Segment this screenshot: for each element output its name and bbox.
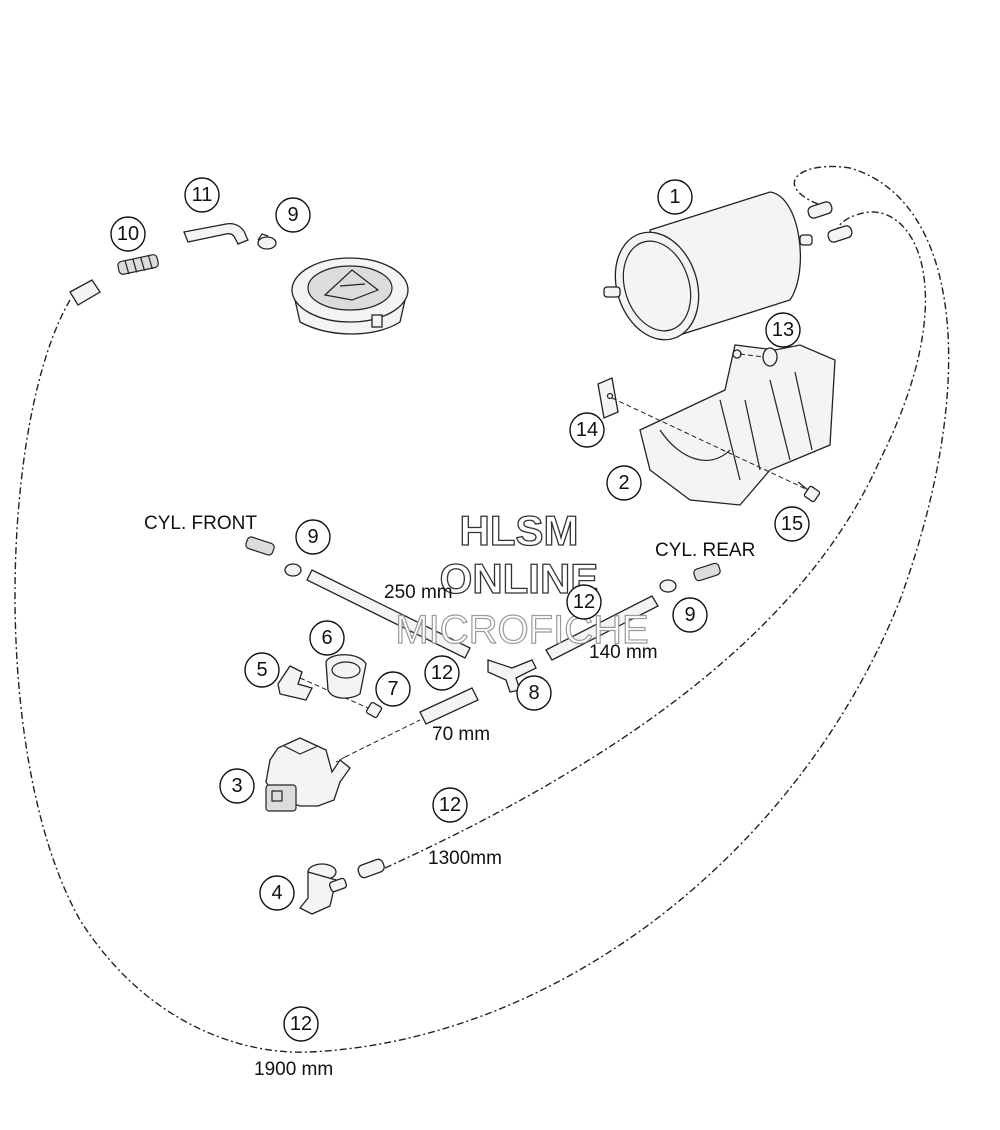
label-cyl-front: CYL. FRONT (144, 513, 257, 534)
callout-9-top: 9 (275, 197, 311, 233)
callout-5: 5 (244, 652, 280, 688)
callout-15: 15 (774, 506, 810, 542)
leader-13 (739, 353, 765, 358)
svg-text:5: 5 (256, 659, 267, 681)
svg-text:14: 14 (576, 419, 598, 441)
part-4-valve (298, 863, 348, 915)
part-5-bracket (277, 665, 313, 701)
svg-text:11: 11 (192, 184, 213, 206)
svg-text:1: 1 (669, 186, 680, 208)
svg-text:10: 10 (117, 223, 139, 245)
svg-text:12: 12 (290, 1013, 312, 1035)
part-8-t-piece (487, 659, 537, 693)
label-140mm: 140 mm (589, 642, 658, 663)
watermark-line-1: HLSM (460, 507, 579, 554)
part-7-bolt (365, 701, 383, 719)
label-70mm: 70 mm (432, 724, 490, 745)
svg-text:12: 12 (439, 794, 461, 816)
hose-140mm (545, 595, 659, 661)
callout-2: 2 (606, 465, 642, 501)
part-9-clamp-rear (659, 579, 677, 593)
callout-12-1900mm: 12 (283, 1006, 319, 1042)
callout-13: 13 (765, 312, 801, 348)
callout-3: 3 (219, 768, 255, 804)
watermark: HLSM ONLINE MICROFICHE (395, 506, 650, 652)
svg-text:2: 2 (618, 472, 629, 494)
part-11-elbow-hose (183, 222, 249, 245)
callout-8: 8 (516, 675, 552, 711)
part-3-valve (265, 737, 351, 812)
part-1-canister (603, 191, 813, 341)
callout-11: 11 (184, 177, 220, 213)
callout-12-middle: 12 (566, 584, 602, 620)
svg-text:4: 4 (271, 882, 282, 904)
svg-text:3: 3 (231, 775, 242, 797)
svg-text:15: 15 (781, 513, 803, 535)
part-13-washer (762, 347, 778, 367)
svg-text:7: 7 (387, 678, 398, 700)
callout-4: 4 (259, 875, 295, 911)
part-10-fitting (117, 254, 159, 275)
svg-text:13: 13 (772, 319, 794, 341)
callouts: 1 2 3 4 5 6 7 8 9 9 9 10 11 12 12 12 12 … (110, 177, 810, 1042)
callout-14: 14 (569, 412, 605, 448)
part-14-clip (597, 377, 619, 419)
label-250mm: 250 mm (384, 582, 453, 603)
label-cyl-rear: CYL. REAR (655, 540, 755, 561)
part-15-bolt (797, 481, 821, 503)
callout-12-70mm: 12 (424, 655, 460, 691)
svg-text:12: 12 (431, 662, 453, 684)
hose-end-1300mm (357, 858, 385, 879)
hose-70mm (419, 687, 479, 725)
leader-5 (299, 677, 369, 709)
label-1900mm: 1900 mm (254, 1059, 333, 1080)
callout-9-front: 9 (295, 519, 331, 555)
callout-6: 6 (309, 620, 345, 656)
svg-text:8: 8 (528, 682, 539, 704)
leader-70mm (344, 719, 421, 758)
callout-1: 1 (657, 179, 693, 215)
svg-text:9: 9 (287, 204, 298, 226)
watermark-line-3: MICROFICHE (395, 608, 648, 652)
callout-7: 7 (375, 671, 411, 707)
fuel-tank-cap (291, 257, 409, 335)
part-9-clamp-front (284, 563, 302, 577)
callout-9-rear: 9 (672, 597, 708, 633)
svg-text:12: 12 (573, 591, 595, 613)
svg-text:9: 9 (684, 604, 695, 626)
svg-text:9: 9 (307, 526, 318, 548)
fitting-cyl-rear (693, 562, 721, 582)
part-9-clamp-top (257, 233, 277, 250)
hose-end-top-left (69, 279, 101, 306)
callout-10: 10 (110, 216, 146, 252)
part-2-bracket (639, 344, 836, 506)
leader-3 (335, 756, 346, 763)
hose-1900mm (14, 165, 950, 1053)
svg-text:6: 6 (321, 627, 332, 649)
callout-12-1300mm: 12 (432, 787, 468, 823)
label-1300mm: 1300mm (428, 848, 502, 869)
hose-end-upper (807, 201, 833, 219)
hose-end-lower (827, 225, 853, 243)
hose-250mm (306, 569, 471, 659)
fitting-cyl-front (245, 536, 275, 556)
part-6-holder (325, 654, 367, 699)
leader-14 (611, 397, 809, 491)
